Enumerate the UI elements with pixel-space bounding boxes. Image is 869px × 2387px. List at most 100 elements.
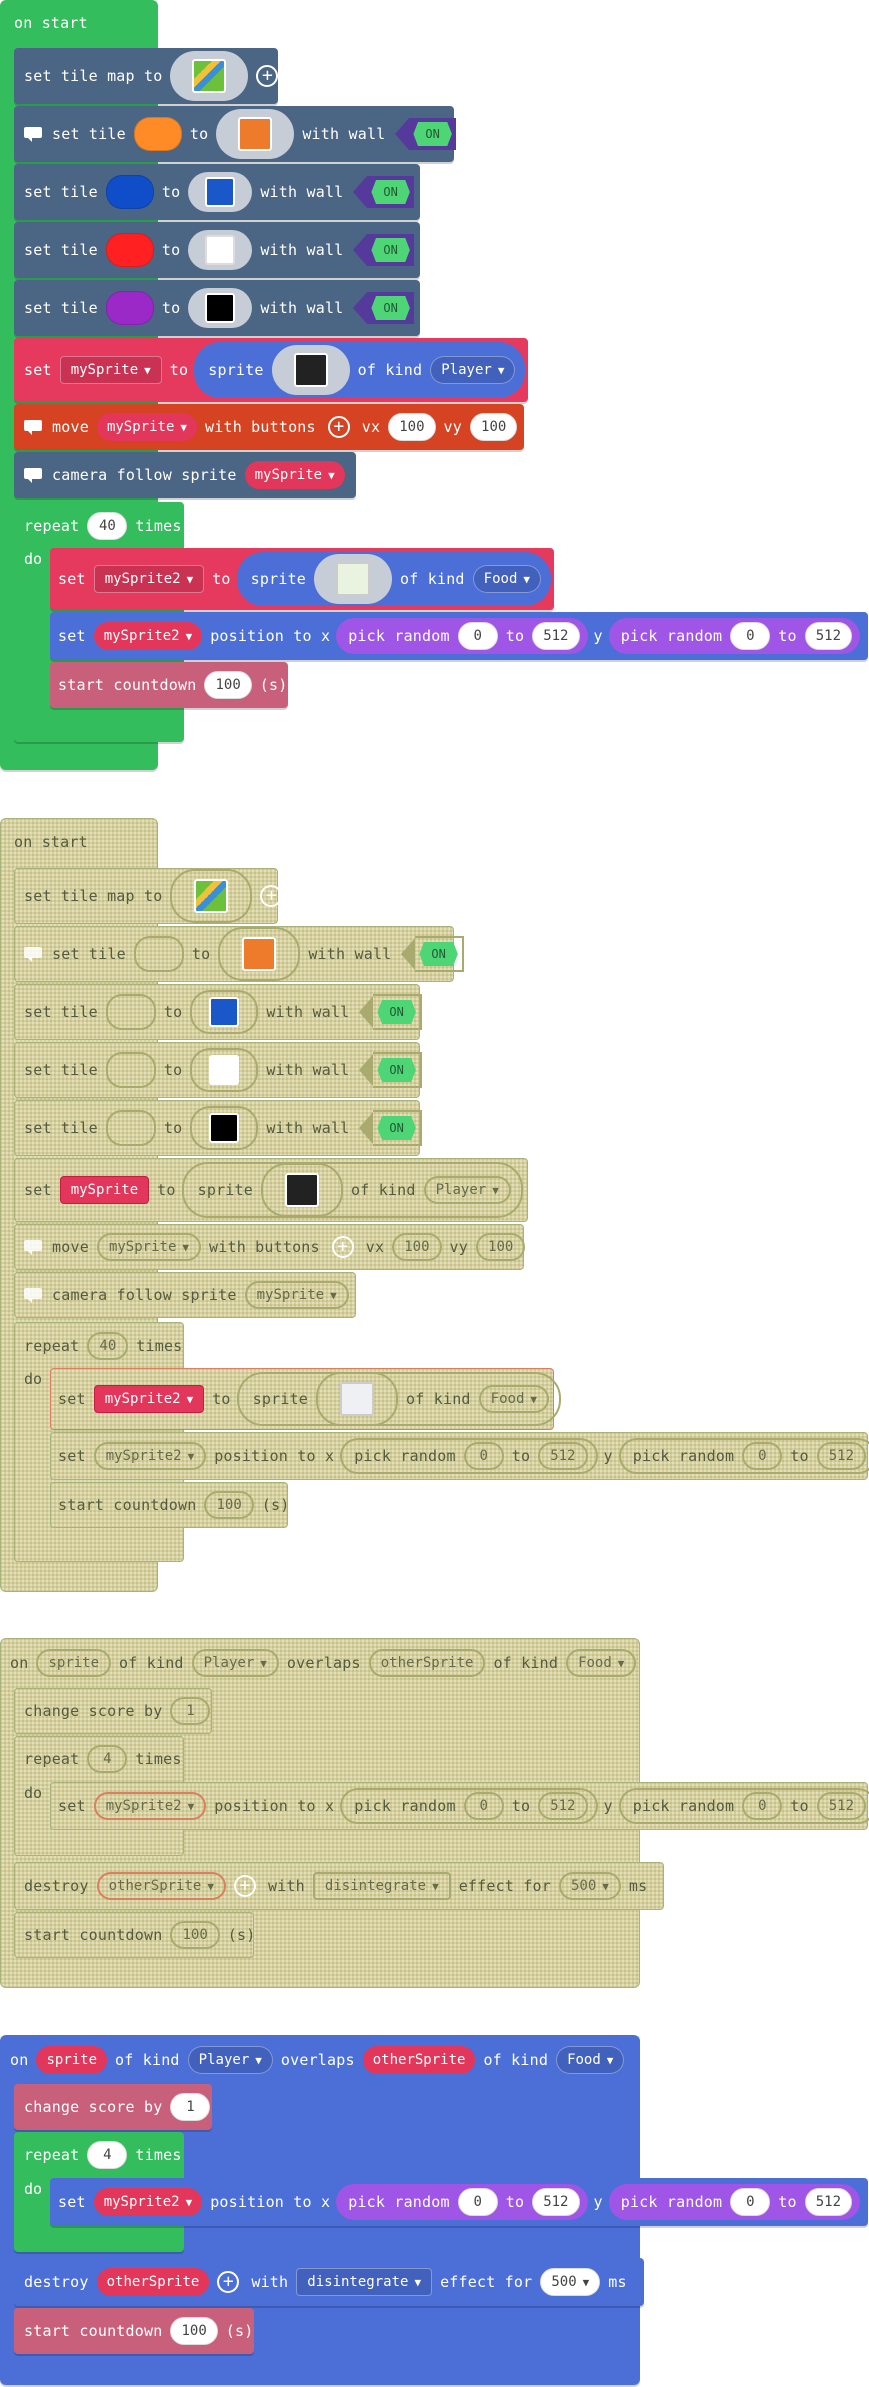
- toggle-on-label: ON: [377, 1058, 416, 1082]
- pick-random-y[interactable]: pick random 0 to 512: [608, 2184, 861, 2220]
- random-min-input[interactable]: 0: [457, 2188, 498, 2216]
- repeat-count-input: 40: [87, 1332, 129, 1360]
- comment-icon[interactable]: [24, 468, 42, 483]
- kind-dropdown-food[interactable]: Food▼: [472, 565, 542, 593]
- set-tile-map-label: set tile map to: [24, 887, 163, 905]
- kind-dropdown-player[interactable]: Player▼: [187, 2046, 273, 2074]
- set-tile-label: set tile: [24, 1003, 98, 1021]
- toggle-on-label: ON: [371, 180, 410, 204]
- wall-toggle[interactable]: ON: [353, 234, 414, 266]
- start-countdown-ghost-2: [14, 1912, 254, 1958]
- pick-random-x[interactable]: pick random 0 to 512: [336, 618, 588, 654]
- on-start-label: on start: [14, 833, 88, 851]
- vy-input: 100: [476, 1233, 526, 1261]
- tile-swatch-red[interactable]: [105, 233, 154, 267]
- to-label: to: [778, 2193, 797, 2211]
- do-label: do: [24, 1784, 43, 1802]
- change-score-label: change score by: [24, 1702, 163, 1720]
- repeat-count-input[interactable]: 4: [87, 2141, 128, 2169]
- tile-image-black[interactable]: [188, 288, 253, 328]
- player-sprite-icon[interactable]: [271, 345, 350, 395]
- with-wall-label: with wall: [266, 1061, 350, 1079]
- countdown-input[interactable]: 100: [204, 671, 252, 699]
- vx-label: vx: [365, 1238, 385, 1256]
- tile-swatch-orange[interactable]: [133, 117, 182, 151]
- random-min-input: 0: [463, 1442, 504, 1470]
- sprite-param[interactable]: sprite: [36, 2046, 108, 2074]
- camera-follow-label: camera follow sprite: [52, 466, 237, 484]
- wall-toggle[interactable]: ON: [353, 292, 414, 324]
- start-countdown-label: start countdown: [24, 1926, 163, 1944]
- kind-dropdown-player[interactable]: Player▼: [430, 356, 516, 384]
- tile-swatch-purple[interactable]: [105, 291, 154, 325]
- pick-random-y: pick random 0 to 512: [618, 1438, 869, 1474]
- variable-mysprite2[interactable]: mySprite2▼: [93, 2188, 203, 2216]
- variable-mysprite[interactable]: mySprite▼: [96, 413, 197, 441]
- sprite-of-kind-reporter[interactable]: sprite of kind Food▼: [236, 552, 552, 606]
- wall-toggle[interactable]: ON: [353, 176, 414, 208]
- position-to-x-label: position to x: [210, 627, 331, 645]
- repeat-count-input[interactable]: 40: [87, 512, 128, 540]
- countdown-input[interactable]: 100: [170, 2317, 218, 2345]
- sprite-of-kind-reporter: sprite of kind Player▼: [181, 1162, 523, 1218]
- effect-dropdown: disintegrate▼: [312, 1872, 451, 1900]
- pick-random-x[interactable]: pick random 0 to 512: [336, 2184, 588, 2220]
- pick-random-label: pick random: [348, 627, 450, 645]
- kind-dropdown-food[interactable]: Food▼: [556, 2046, 625, 2074]
- sprite-label: sprite: [250, 570, 307, 588]
- comment-icon: [24, 947, 42, 962]
- vy-input[interactable]: 100: [470, 413, 518, 441]
- sprite-of-kind-reporter[interactable]: sprite of kind Player▼: [194, 342, 526, 398]
- comment-icon[interactable]: [24, 420, 42, 435]
- shark-sprite-icon: [316, 1372, 399, 1426]
- variable-dropdown-mysprite[interactable]: mySprite▼: [59, 356, 162, 384]
- variable-othersprite[interactable]: otherSprite: [96, 2268, 210, 2296]
- random-max-input[interactable]: 512: [804, 622, 853, 650]
- effect-duration-dropdown[interactable]: 500▼: [540, 2268, 601, 2296]
- score-delta-input[interactable]: 1: [170, 2093, 211, 2121]
- wall-toggle: ON: [401, 936, 464, 972]
- plus-icon[interactable]: +: [256, 65, 279, 87]
- position-to-x-label: position to x: [214, 1447, 335, 1465]
- effect-dropdown[interactable]: disintegrate▼: [296, 2268, 433, 2296]
- random-max-input[interactable]: 512: [532, 2188, 580, 2216]
- tilemap-thumbnail-icon[interactable]: [170, 51, 249, 101]
- random-max-input: 512: [538, 1792, 588, 1820]
- random-min-input[interactable]: 0: [730, 2188, 771, 2216]
- comment-icon[interactable]: [24, 127, 42, 142]
- vx-input[interactable]: 100: [388, 413, 436, 441]
- to-label: to: [511, 1447, 531, 1465]
- money-sprite-icon[interactable]: [314, 554, 393, 604]
- tile-image-white[interactable]: [188, 230, 253, 270]
- random-min-input[interactable]: 0: [730, 622, 771, 650]
- random-max-input[interactable]: 512: [532, 622, 580, 650]
- to-label: to: [505, 2193, 525, 2211]
- variable-mysprite: mySprite▼: [96, 1233, 201, 1261]
- variable-mysprite2[interactable]: mySprite2▼: [93, 622, 203, 650]
- sprite-label: sprite: [252, 1390, 309, 1408]
- random-max-input[interactable]: 512: [804, 2188, 853, 2216]
- do-label: do: [24, 2180, 43, 2198]
- wall-toggle[interactable]: ON: [395, 118, 456, 150]
- do-label: do: [24, 1370, 43, 1388]
- destroy-label: destroy: [24, 2273, 89, 2291]
- to-label: to: [778, 627, 797, 645]
- pick-random-y[interactable]: pick random 0 to 512: [608, 618, 861, 654]
- variable-mysprite: mySprite▼: [244, 1281, 349, 1309]
- start-countdown-label: start countdown: [24, 2322, 163, 2340]
- tile-swatch-blue[interactable]: [105, 175, 154, 209]
- y-label: y: [603, 1447, 613, 1465]
- variable-mysprite[interactable]: mySprite▼: [244, 461, 345, 489]
- with-wall-label: with wall: [260, 241, 344, 259]
- tile-image-wall[interactable]: [216, 109, 295, 159]
- set-label: set: [58, 1447, 86, 1465]
- random-min-input[interactable]: 0: [457, 622, 498, 650]
- tile-image-water: [190, 990, 259, 1034]
- variable-dropdown-mysprite2[interactable]: mySprite2▼: [93, 565, 205, 593]
- tile-image-water[interactable]: [188, 172, 253, 212]
- othersprite-param[interactable]: otherSprite: [362, 2046, 476, 2074]
- random-min-input: 0: [742, 1442, 783, 1470]
- toggle-on-label: ON: [371, 238, 410, 262]
- plus-icon[interactable]: +: [327, 416, 350, 438]
- plus-icon[interactable]: +: [217, 2271, 240, 2293]
